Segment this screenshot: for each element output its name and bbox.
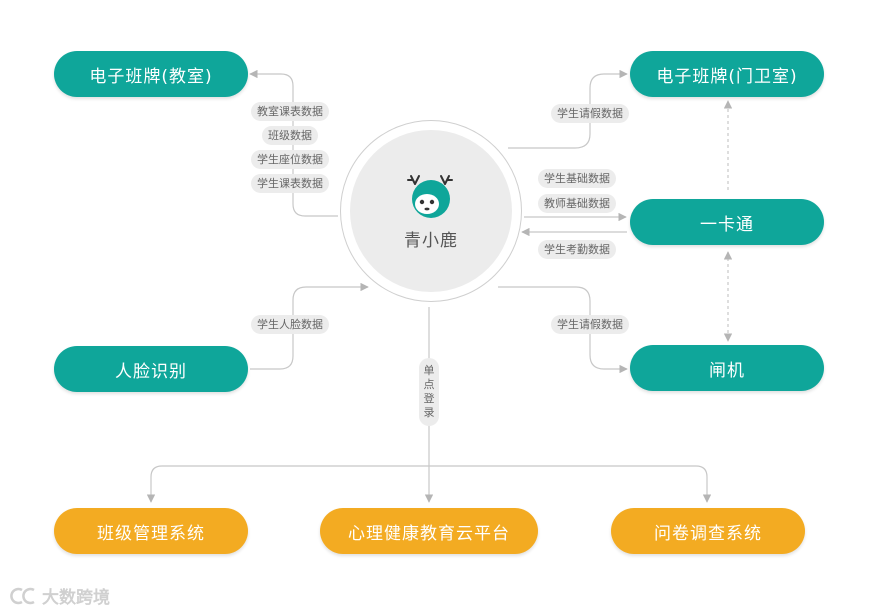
wire-to-classroom-board [249, 69, 338, 217]
label-sso: 单 点 登 录 [419, 358, 439, 426]
label-sso-char: 录 [423, 406, 435, 419]
label-leave-to-gate: 学生请假数据 [551, 315, 629, 334]
node-guard-board: 电子班牌(门卫室) [630, 51, 824, 97]
node-one-card: 一卡通 [630, 199, 824, 245]
node-survey: 问卷调查系统 [611, 508, 805, 554]
node-face-recognition: 人脸识别 [54, 346, 248, 392]
label-teacher-basic: 教师基础数据 [538, 194, 616, 213]
label-leave-to-guard: 学生请假数据 [551, 104, 629, 123]
label-student-seat: 学生座位数据 [251, 150, 329, 169]
label-attendance: 学生考勤数据 [538, 240, 616, 259]
label-sso-char: 点 [423, 378, 435, 391]
watermark: 大数跨境 [8, 583, 110, 608]
node-classroom-board: 电子班牌(教室) [54, 51, 248, 97]
label-student-basic: 学生基础数据 [538, 169, 616, 188]
node-gate: 闸机 [630, 345, 824, 391]
watermark-text: 大数跨境 [42, 588, 110, 608]
label-sso-char: 单 [423, 364, 435, 377]
label-sso-char: 登 [423, 392, 435, 405]
center-label: 青小鹿 [404, 230, 458, 251]
wire-to-survey [695, 465, 712, 503]
label-classroom-schedule: 教室课表数据 [251, 102, 329, 121]
wire-to-class-management [146, 465, 163, 503]
label-class-data: 班级数据 [262, 126, 318, 145]
cc-logo-icon [10, 587, 35, 604]
center-hub: 青小鹿 [340, 120, 522, 302]
label-face-data: 学生人脸数据 [251, 315, 329, 334]
center-hub-disc: 青小鹿 [350, 130, 512, 292]
deer-mascot-icon [407, 174, 453, 218]
node-class-management: 班级管理系统 [54, 508, 248, 554]
node-mental-health: 心理健康教育云平台 [320, 508, 538, 554]
label-student-schedule: 学生课表数据 [251, 174, 329, 193]
